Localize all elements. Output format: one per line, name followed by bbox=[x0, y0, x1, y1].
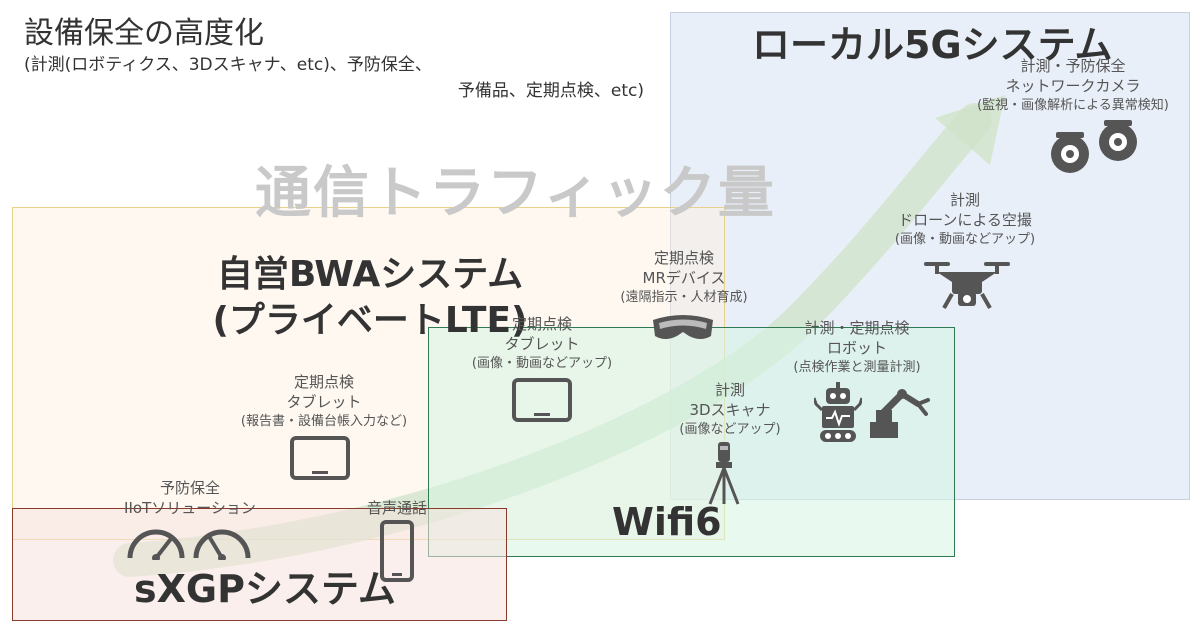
bwa-label-line-2: (プライベートLTE) bbox=[212, 300, 528, 341]
voice-caption: 音声通話 bbox=[350, 498, 444, 518]
robot-caption-line-2: ロボット bbox=[826, 339, 887, 357]
3d-scanner-icon bbox=[706, 442, 742, 506]
subtitle-line-2: 予備品、定期点検、etc) bbox=[457, 81, 644, 101]
tablet-wifi-caption-line-3: (画像・動画などアップ) bbox=[471, 356, 613, 371]
tablet-bwa-caption: 定期点検 タブレット (報告書・設備台帳入力など) bbox=[224, 372, 424, 432]
tablet-icon bbox=[290, 436, 350, 480]
robot-icon bbox=[814, 382, 862, 444]
camera-caption-line-1: 計測・予防保全 bbox=[1020, 57, 1126, 75]
scanner-caption-line-3: (画像などアップ) bbox=[679, 422, 781, 437]
bwa-label-line-1: 自営BWAシステム bbox=[216, 254, 524, 295]
bwa-system-label: 自営BWAシステム (プライベートLTE) bbox=[170, 252, 570, 344]
tablet-bwa-caption-line-1: 定期点検 bbox=[293, 373, 354, 391]
tablet-bwa-caption-line-2: タブレット bbox=[286, 393, 362, 411]
traffic-volume-label: 通信トラフィック量 bbox=[255, 161, 776, 226]
drone-caption-line-1: 計測 bbox=[949, 191, 980, 209]
tablet-icon bbox=[512, 378, 572, 422]
robot-caption-line-3: (点検作業と測量計測) bbox=[793, 360, 921, 375]
tablet-bwa-caption-line-3: (報告書・設備台帳入力など) bbox=[240, 414, 408, 429]
local5g-system-label: ローカル5Gシステム bbox=[752, 23, 1113, 67]
smartphone-icon bbox=[380, 520, 414, 582]
tablet-wifi-caption-line-1: 定期点検 bbox=[511, 315, 572, 333]
sxgp-system-area bbox=[12, 508, 507, 621]
iiot-caption-line-1: 予防保全 bbox=[159, 479, 220, 497]
page-title: 設備保全の高度化 bbox=[24, 16, 264, 51]
drone-caption-line-2: ドローンによる空撮 bbox=[898, 211, 1032, 229]
robot-caption-line-1: 計測・定期点検 bbox=[804, 319, 910, 337]
camera-caption: 計測・予防保全 ネットワークカメラ (監視・画像解析による異常検知) bbox=[958, 56, 1188, 116]
scanner-caption-line-1: 計測 bbox=[714, 381, 745, 399]
camera-caption-line-3: (監視・画像解析による異常検知) bbox=[977, 98, 1169, 113]
drone-caption-line-3: (画像・動画などアップ) bbox=[894, 232, 1036, 247]
robot-arm-icon bbox=[868, 388, 932, 440]
wifi6-system-area bbox=[428, 327, 955, 557]
tablet-wifi-caption: 定期点検 タブレット (画像・動画などアップ) bbox=[456, 314, 628, 374]
mr-caption-line-3: (遠隔指示・人材育成) bbox=[620, 290, 748, 305]
mr-goggles-icon bbox=[649, 312, 717, 344]
mr-caption-line-1: 定期点検 bbox=[653, 249, 714, 267]
iiot-caption: 予防保全 IIoTソリューション bbox=[110, 478, 270, 518]
mr-caption-line-2: MRデバイス bbox=[642, 269, 726, 287]
gauge-icon bbox=[126, 524, 252, 560]
wifi6-system-label: Wifi6 bbox=[612, 500, 722, 544]
drone-caption: 計測 ドローンによる空撮 (画像・動画などアップ) bbox=[870, 190, 1060, 250]
robot-caption: 計測・定期点検 ロボット (点検作業と測量計測) bbox=[782, 318, 932, 378]
sxgp-system-label: sXGPシステム bbox=[134, 567, 396, 611]
iiot-caption-line-2: IIoTソリューション bbox=[124, 499, 256, 517]
mr-caption: 定期点検 MRデバイス (遠隔指示・人材育成) bbox=[604, 248, 764, 308]
tablet-wifi-caption-line-2: タブレット bbox=[504, 335, 580, 353]
drone-icon bbox=[922, 256, 1012, 312]
network-camera-icon bbox=[1048, 118, 1140, 178]
subtitle-line-1: (計測(ロボティクス、3Dスキャナ、etc)、予防保全、 bbox=[24, 55, 432, 75]
scanner-caption: 計測 3Dスキャナ (画像などアップ) bbox=[660, 380, 800, 440]
voice-caption-line-1: 音声通話 bbox=[366, 499, 427, 517]
camera-caption-line-2: ネットワークカメラ bbox=[1005, 77, 1141, 95]
scanner-caption-line-2: 3Dスキャナ bbox=[689, 401, 771, 419]
page-subtitle: (計測(ロボティクス、3Dスキャナ、etc)、予防保全、 予備品、定期点検、et… bbox=[24, 52, 644, 104]
